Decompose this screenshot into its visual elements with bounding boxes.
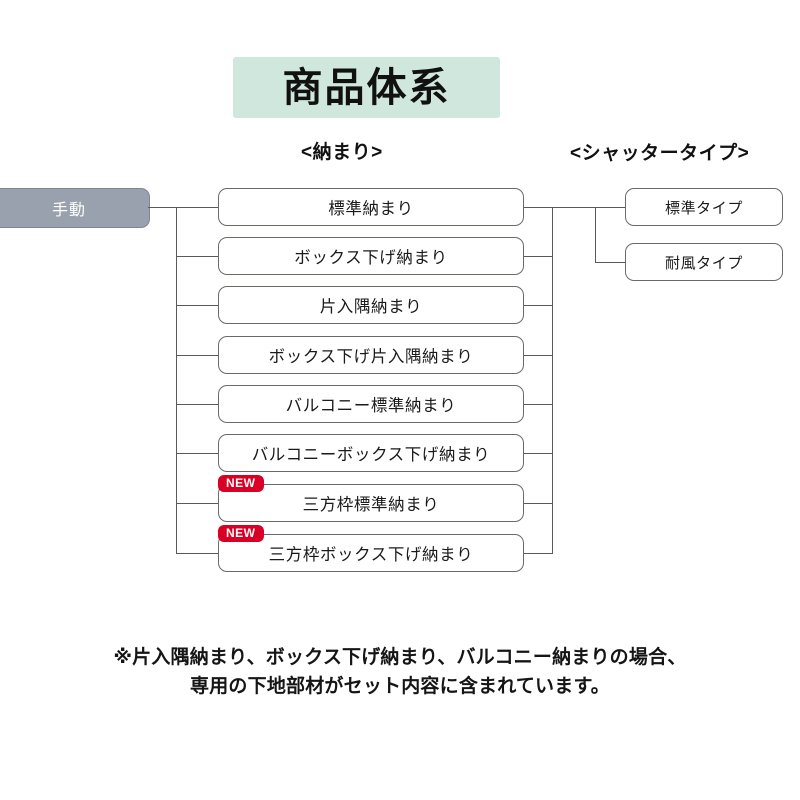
connector-collector-to-right-trunk (552, 207, 596, 208)
collector-stub-8 (523, 553, 553, 554)
node-label: 標準納まり (328, 200, 414, 218)
node-box-naosmari-6[interactable]: バルコニーボックス下げ納まり (218, 434, 524, 472)
connector-right-branch-2 (595, 262, 626, 263)
node-box-naosmari-5[interactable]: バルコニー標準納まり (218, 385, 524, 423)
node-box-naosmari-3[interactable]: 片入隅納まり (218, 286, 524, 324)
root-node-manual[interactable]: 手動 (0, 188, 150, 228)
collector-vertical (552, 207, 553, 553)
collector-stub-2 (523, 256, 553, 257)
page-title-banner: 商品体系 (233, 57, 500, 118)
node-box-shutter-2[interactable]: 耐風タイプ (625, 243, 783, 281)
node-box-naosmari-8[interactable]: 三方枠ボックス下げ納まり (218, 534, 524, 572)
connector-branch-2 (176, 256, 219, 257)
node-box-naosmari-7[interactable]: 三方枠標準納まり (218, 484, 524, 522)
node-box-naosmari-2[interactable]: ボックス下げ納まり (218, 237, 524, 275)
node-label: 耐風タイプ (664, 254, 743, 272)
node-label: 標準タイプ (664, 199, 743, 217)
footnote: ※片入隅納まり、ボックス下げ納まり、バルコニー納まりの場合、 専用の下地部材がセ… (0, 643, 800, 702)
collector-stub-3 (523, 305, 553, 306)
new-badge-naosmari-7: NEW (218, 475, 264, 492)
collector-stub-4 (523, 355, 553, 356)
new-badge-naosmari-8: NEW (218, 525, 264, 542)
connector-branch-5 (176, 404, 219, 405)
connector-right-trunk (595, 207, 596, 262)
node-label: 三方枠標準納まり (302, 496, 440, 514)
connector-branch-7 (176, 503, 219, 504)
node-box-naosmari-4[interactable]: ボックス下げ片入隅納まり (218, 336, 524, 374)
footnote-line-2: 専用の下地部材がセット内容に含まれています。 (190, 676, 610, 698)
node-box-shutter-1[interactable]: 標準タイプ (625, 188, 783, 226)
collector-stub-5 (523, 404, 553, 405)
node-box-naosmari-1[interactable]: 標準納まり (218, 188, 524, 226)
collector-stub-6 (523, 453, 553, 454)
connector-root-to-trunk (148, 207, 177, 208)
node-label: ボックス下げ納まり (294, 249, 448, 267)
connector-branch-3 (176, 305, 219, 306)
connector-branch-6 (176, 453, 219, 454)
footnote-line-1: ※片入隅納まり、ボックス下げ納まり、バルコニー納まりの場合、 (113, 647, 687, 668)
root-node-label: 手動 (51, 202, 86, 219)
column-header-naosmari: <納まり> (301, 142, 383, 163)
node-label: ボックス下げ片入隅納まり (268, 348, 474, 366)
node-label: 片入隅納まり (319, 298, 423, 316)
node-label: バルコニーボックス下げ納まり (251, 446, 491, 464)
node-label: 三方枠ボックス下げ納まり (268, 546, 474, 564)
collector-stub-1 (523, 207, 553, 208)
node-label: バルコニー標準納まり (285, 397, 457, 415)
connector-branch-4 (176, 355, 219, 356)
page-title: 商品体系 (282, 65, 451, 110)
connector-branch-8 (176, 553, 219, 554)
connector-branch-1 (176, 207, 219, 208)
connector-left-trunk (176, 207, 177, 553)
connector-right-branch-1 (595, 207, 626, 208)
column-header-shutter-type: <シャッタータイプ> (570, 143, 750, 164)
collector-stub-7 (523, 503, 553, 504)
